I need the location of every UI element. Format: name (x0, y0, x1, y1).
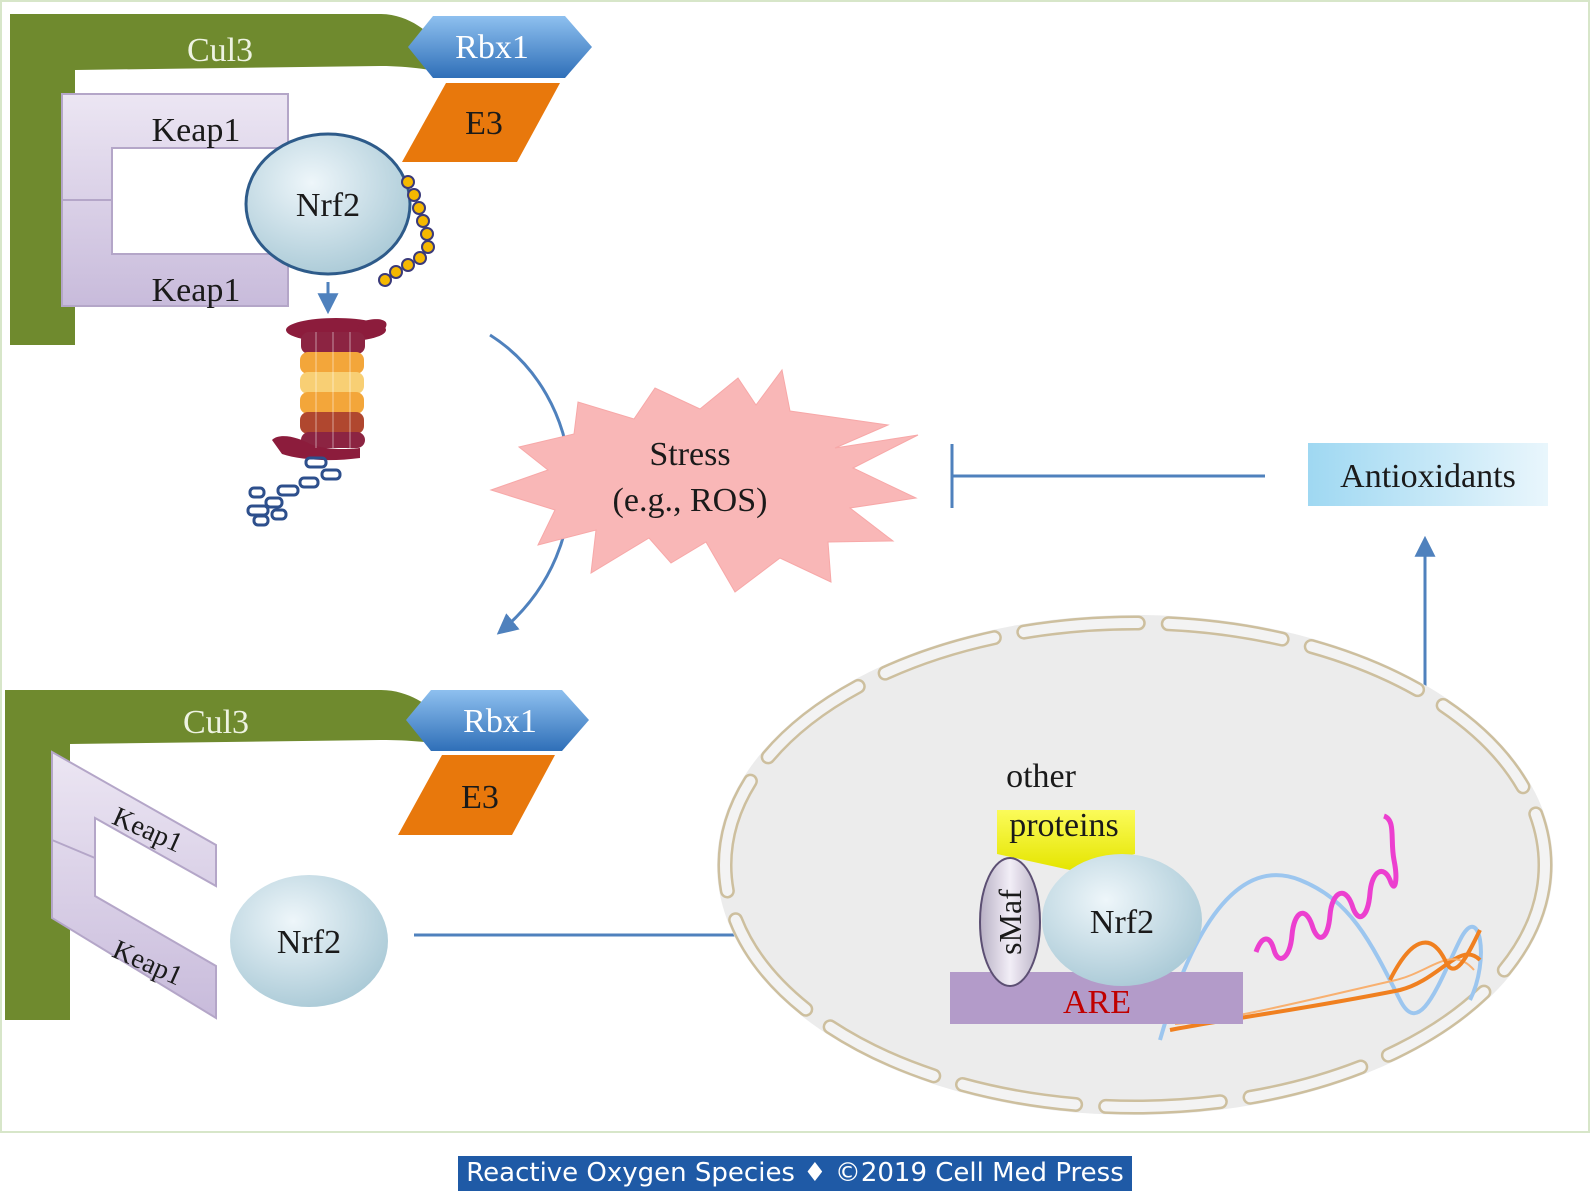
proteins-label: proteins (1009, 807, 1119, 844)
stress-example-label: (e.g., ROS) (613, 482, 768, 519)
stress-starburst (489, 368, 919, 593)
other-label: other (1006, 758, 1077, 795)
ubiquitin-chain (378, 175, 435, 287)
e3-label-bottom: E3 (461, 779, 499, 816)
rbx1-label-top: Rbx1 (455, 29, 529, 66)
e3-label-top: E3 (465, 105, 503, 142)
peptide-fragments (246, 456, 342, 527)
stress-label: Stress (649, 436, 730, 473)
rbx1-label-bottom: Rbx1 (463, 703, 537, 740)
top-complex: Cul3 Rbx1 E3 Keap1 Keap1 Nrf2 (10, 14, 592, 527)
antioxidants-label: Antioxidants (1340, 458, 1516, 495)
bottom-complex: Cul3 Rbx1 E3 Keap1 Keap1 Nrf2 (5, 690, 589, 1020)
copyright-footer: Reactive Oxygen Species ♦ ©2019 Cell Med… (458, 1156, 1132, 1191)
are-label: ARE (1063, 984, 1131, 1021)
antioxidants-box (1308, 443, 1548, 506)
proteasome-icon (272, 318, 387, 461)
nrf2-label-free: Nrf2 (277, 924, 341, 961)
nrf2-free (230, 875, 388, 1007)
nrf2-nuclear (1042, 854, 1202, 986)
e3-parallelogram-bottom (398, 755, 555, 835)
cul3-label-bottom: Cul3 (183, 704, 249, 741)
inhibition-arrow (950, 444, 1265, 508)
mrna-strand (1253, 813, 1399, 961)
rbx1-hexagon-top (408, 16, 592, 78)
keap1-bracket-top (61, 93, 289, 307)
keap1-bracket-bottom (51, 750, 217, 1020)
stress-burst: Stress (e.g., ROS) (489, 333, 919, 635)
keap1-lower-label-top: Keap1 (152, 272, 241, 309)
other-proteins-box (997, 810, 1135, 870)
keap1-upper-label-top: Keap1 (152, 112, 241, 149)
cul3-label-top: Cul3 (187, 32, 253, 69)
rbx1-hexagon-bottom (406, 690, 589, 751)
e3-parallelogram-top (402, 83, 560, 162)
panel-border (0, 0, 1590, 1133)
smaf-protein (979, 857, 1041, 987)
nrf2-label-top: Nrf2 (296, 187, 360, 224)
nrf2-circle-top (244, 132, 412, 276)
smaf-label: sMaf (992, 889, 1028, 955)
nrf2-label-nuclear: Nrf2 (1090, 904, 1154, 941)
nucleus: ARE other proteins sMaf Nrf2 (717, 615, 1553, 1115)
